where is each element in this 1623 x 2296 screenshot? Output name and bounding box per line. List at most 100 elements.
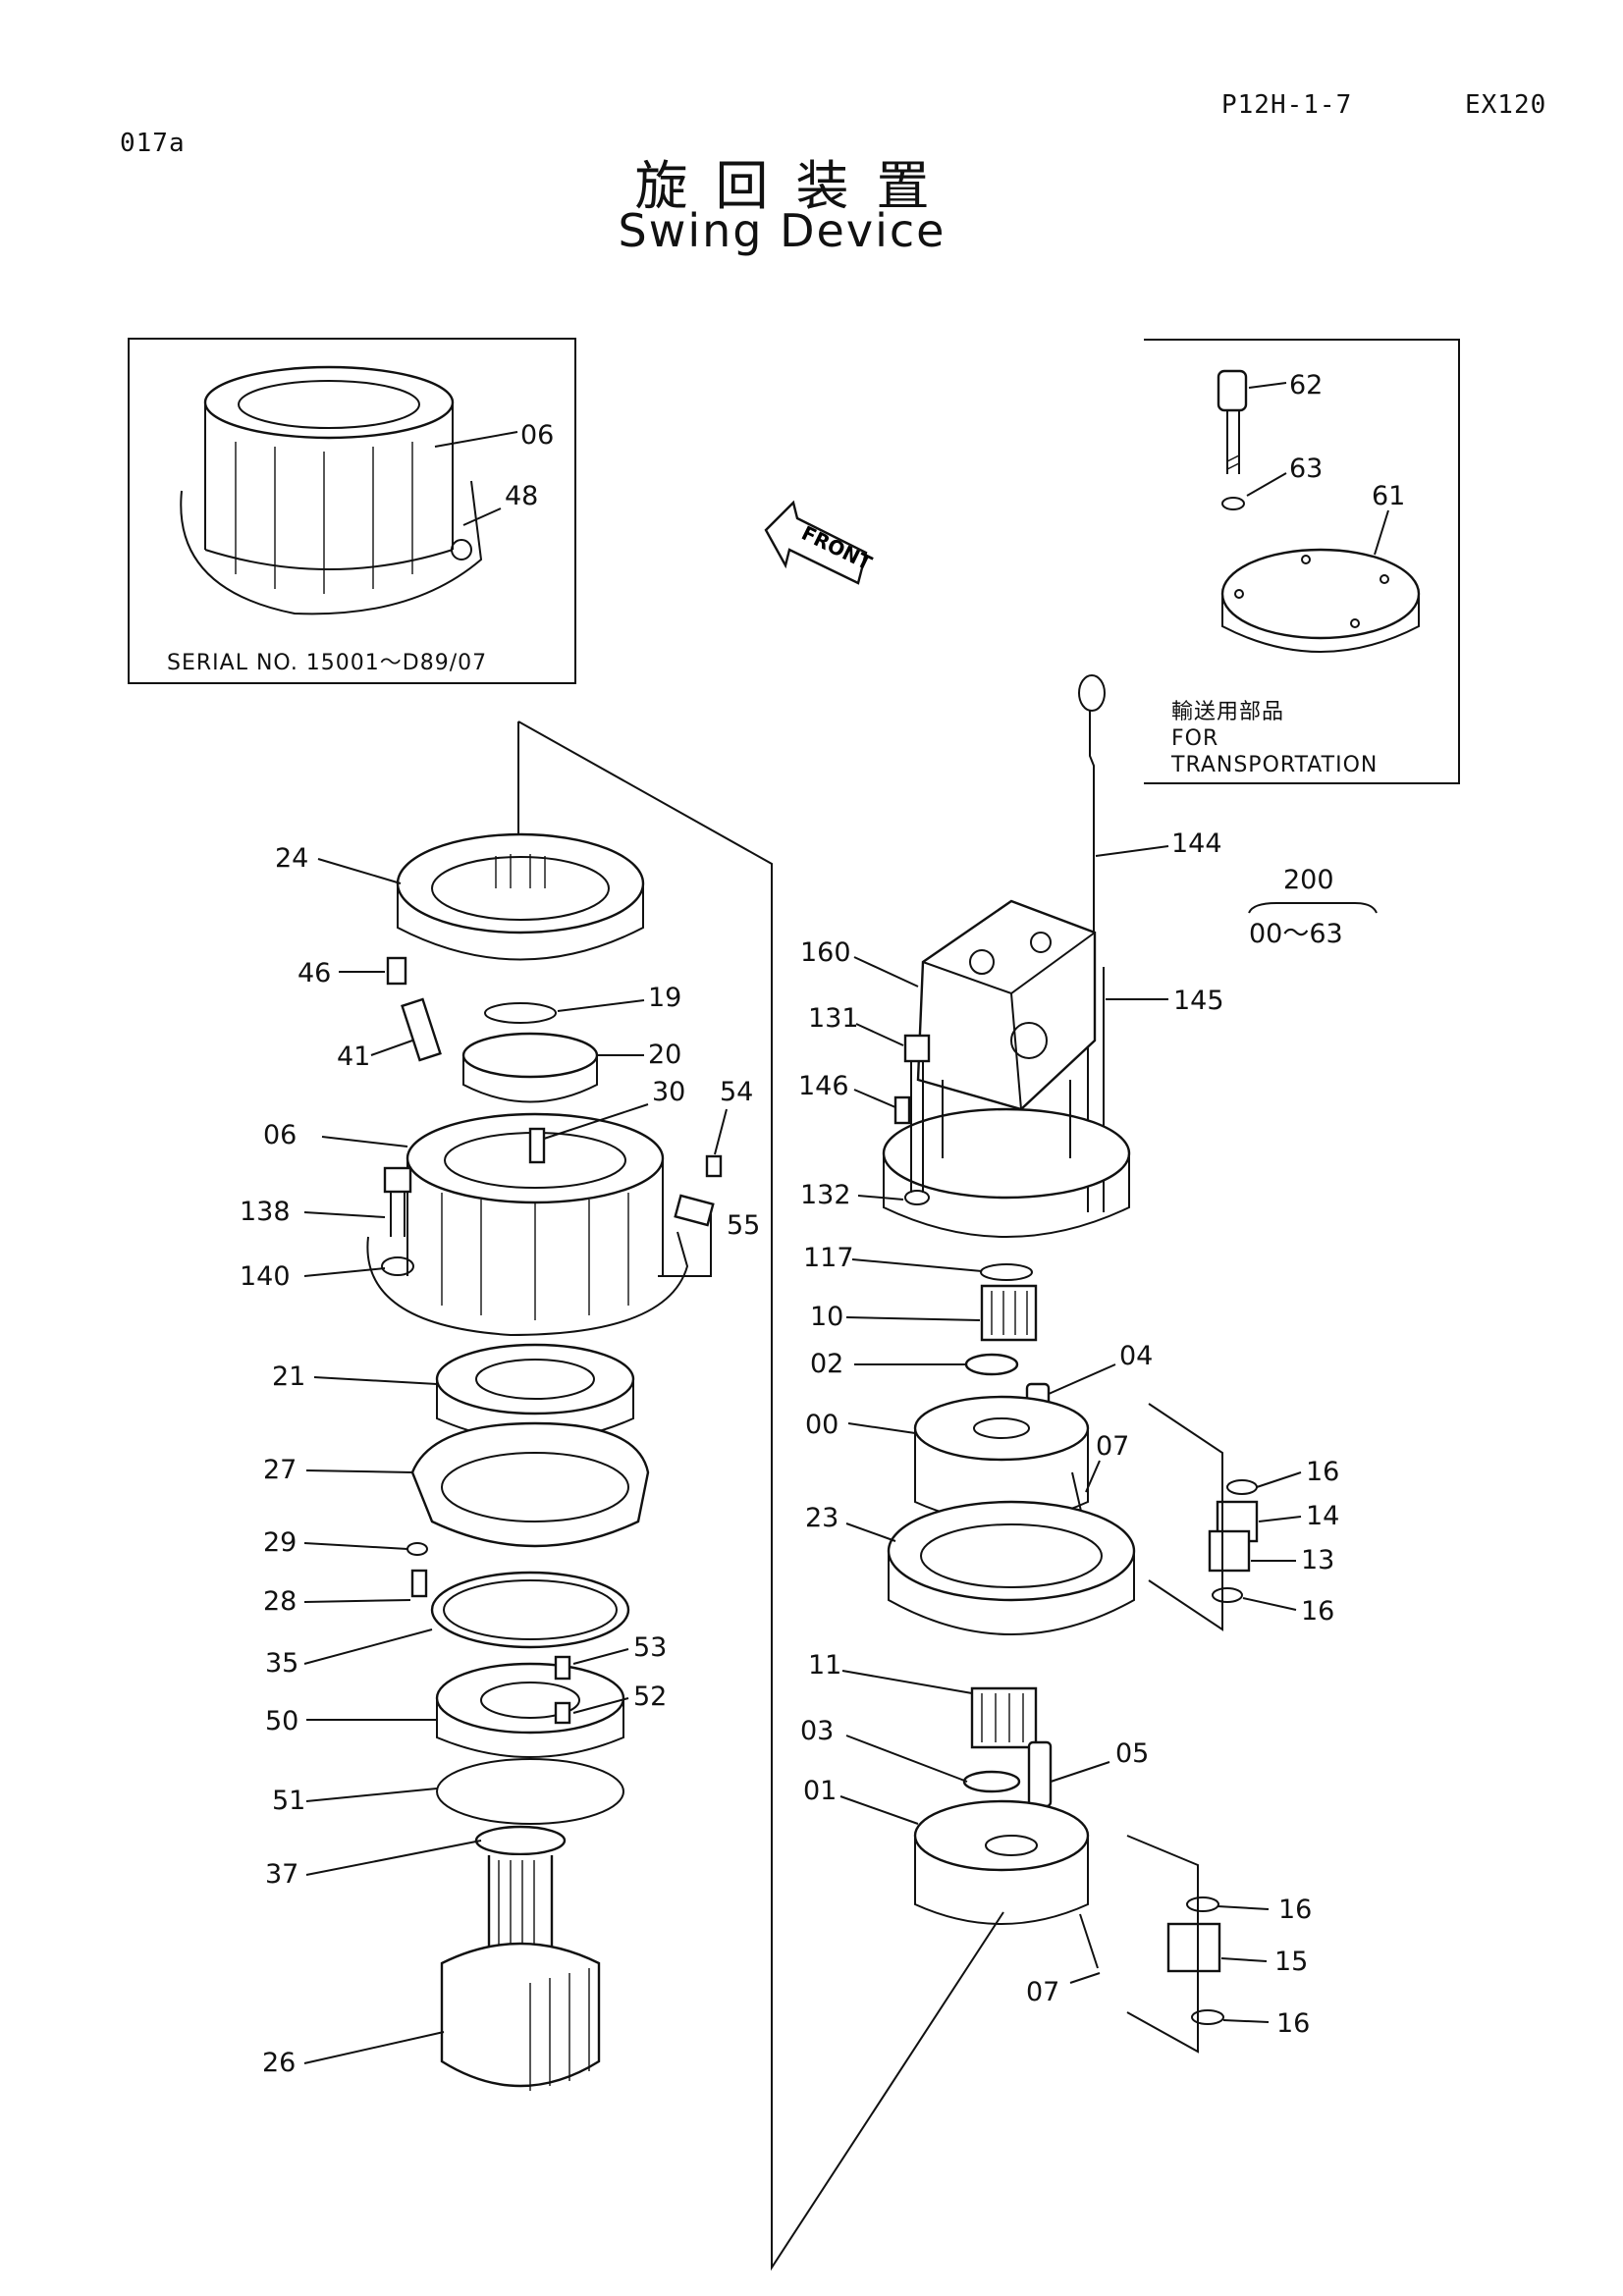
leader-131: [855, 1023, 904, 1046]
leader-140: [303, 1267, 386, 1277]
leader-24: [317, 858, 402, 884]
leader-51: [305, 1788, 438, 1802]
page-title-japanese: 旋回装置: [634, 155, 957, 217]
leader-00: [847, 1422, 916, 1434]
washer-140-drawing: [381, 1256, 414, 1276]
thrust-plate-02-drawing: [964, 1353, 1019, 1376]
label-63: 63: [1289, 454, 1323, 484]
transport-note-line1: FOR: [1171, 726, 1218, 751]
label-144: 144: [1171, 828, 1222, 859]
thrust-plate-03-drawing: [962, 1770, 1021, 1793]
leader-37: [305, 1840, 482, 1876]
leader-52: [572, 1697, 629, 1714]
planet-gear-15-drawing: [1166, 1922, 1221, 1973]
washer-132-drawing: [904, 1190, 930, 1205]
section-code: 017a: [120, 129, 186, 158]
pin-07-lower-drawing: [1079, 1913, 1099, 1969]
leader-55-bracket: [658, 1212, 712, 1277]
label-23: 23: [805, 1503, 839, 1533]
leader-16c: [1217, 1905, 1270, 1910]
leader-16b: [1242, 1597, 1297, 1611]
assembly-range: 00～63: [1249, 919, 1343, 949]
leader-07-upper: [1085, 1460, 1101, 1493]
transport-note-line2: TRANSPORTATION: [1170, 753, 1378, 777]
fitting-46-drawing: [386, 956, 407, 986]
label-07-upper: 07: [1096, 1431, 1129, 1462]
label-06: 06: [263, 1120, 297, 1150]
bolt-62-drawing: [1217, 369, 1248, 474]
leader-11: [841, 1670, 973, 1694]
label-21: 21: [272, 1362, 305, 1392]
bolt-54-drawing: [705, 1154, 723, 1178]
leader-53: [572, 1648, 629, 1665]
cover-61-drawing: [1220, 548, 1421, 653]
label-28: 28: [263, 1586, 297, 1617]
leader-48-inset: [462, 507, 502, 526]
label-16a: 16: [1306, 1457, 1339, 1487]
valve-41-drawing: [401, 997, 442, 1062]
label-41: 41: [337, 1041, 370, 1072]
label-160: 160: [800, 937, 851, 968]
leader-07-lower: [1069, 1972, 1101, 1984]
assembly-callout: 200 00～63: [1248, 865, 1378, 949]
leader-41: [370, 1040, 413, 1056]
leader-61: [1374, 509, 1389, 556]
leader-26: [303, 2031, 445, 2064]
label-48-inset: 48: [505, 481, 538, 511]
pinion-shaft-26-drawing: [440, 1855, 601, 2091]
sun-gear-11-drawing: [970, 1686, 1038, 1749]
label-138: 138: [240, 1197, 291, 1227]
leader-01: [839, 1795, 919, 1825]
label-07-lower: 07: [1026, 1977, 1059, 2007]
leader-21: [313, 1376, 438, 1385]
label-29: 29: [263, 1527, 297, 1558]
label-54: 54: [720, 1077, 753, 1107]
transport-note-japanese: 輸送用部品: [1171, 700, 1284, 724]
collar-50-drawing: [435, 1662, 625, 1758]
pin-05-drawing: [1027, 1740, 1053, 1808]
plate-55-drawing: [674, 1194, 715, 1227]
housing-06-drawing: [366, 1112, 689, 1337]
label-55: 55: [727, 1210, 760, 1241]
shim-117-drawing: [980, 1263, 1033, 1281]
front-arrow-icon: FRONT: [764, 500, 876, 585]
label-16d: 16: [1276, 2008, 1310, 2039]
label-11: 11: [808, 1650, 841, 1681]
page-reference: P12H-1-7: [1221, 90, 1353, 120]
model-code: EX120: [1465, 90, 1547, 120]
leader-16d: [1222, 2019, 1270, 2023]
transport-inset-frame: [1144, 339, 1460, 784]
oring-51-drawing: [436, 1758, 624, 1825]
leader-16a: [1256, 1471, 1302, 1488]
label-62: 62: [1289, 370, 1323, 400]
label-61: 61: [1372, 481, 1405, 511]
label-146: 146: [798, 1071, 849, 1101]
label-53: 53: [633, 1632, 667, 1663]
leader-146: [853, 1089, 896, 1108]
label-04: 04: [1119, 1341, 1153, 1371]
label-46: 46: [298, 958, 331, 988]
leader-54: [714, 1108, 728, 1155]
leader-63: [1246, 472, 1287, 497]
sun-gear-10-drawing: [980, 1284, 1038, 1342]
seal-35-drawing: [430, 1571, 630, 1649]
ring-16d-drawing: [1191, 2009, 1224, 2025]
carrier-01-drawing: [913, 1799, 1090, 1925]
ring-gear-23-drawing: [887, 1500, 1136, 1635]
bolt-131-drawing: [903, 1034, 931, 1193]
serial-number-note: SERIAL NO. 15001～D89/07: [167, 651, 487, 675]
assembly-number: 200: [1283, 865, 1334, 895]
plate-27-drawing: [410, 1421, 650, 1548]
label-52: 52: [633, 1682, 667, 1712]
bearing-21-drawing: [435, 1343, 635, 1442]
leader-15: [1220, 1957, 1268, 1962]
label-20: 20: [648, 1040, 681, 1070]
leader-28: [303, 1599, 411, 1603]
leader-144: [1095, 845, 1169, 857]
label-03: 03: [800, 1716, 834, 1746]
ring-16b-drawing: [1212, 1587, 1243, 1603]
transport-inset: 62 63 61 輸送用部品 FOR TRANSPORTATION: [1144, 339, 1460, 784]
label-132: 132: [800, 1180, 851, 1210]
leader-19: [557, 999, 645, 1012]
assembly-brace: [1248, 902, 1378, 914]
